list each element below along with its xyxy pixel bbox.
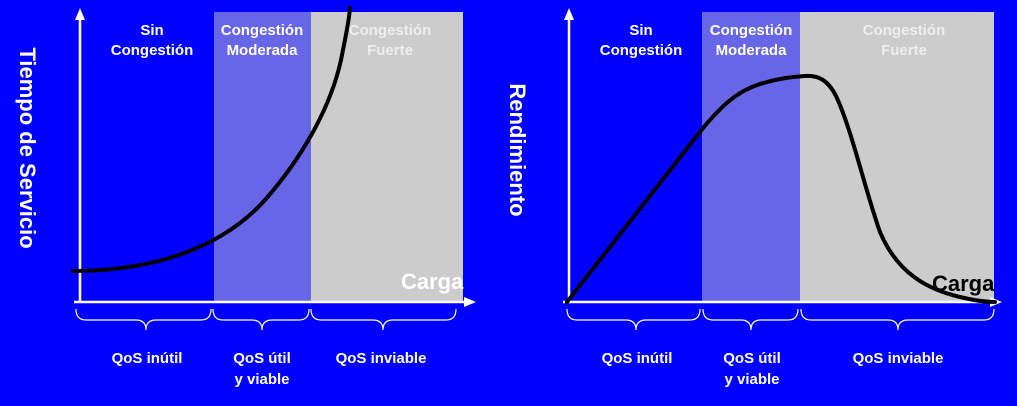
- brace-qos-useless: [75, 308, 212, 331]
- brace-qos-useful: [702, 308, 799, 331]
- qos-label-unviable: QoS inviable: [853, 350, 944, 367]
- zone-title-moderate: Congestión: [221, 22, 304, 39]
- brace-qos-unviable: [800, 308, 995, 331]
- zone-subtitle-no-congestion: Congestión: [600, 42, 683, 59]
- zone-title-no-congestion: Sin: [629, 22, 652, 39]
- brace-qos-unviable: [310, 308, 457, 331]
- y-axis-arrow-icon: [564, 8, 574, 20]
- qos-label-useful: QoS útil: [723, 350, 781, 367]
- zone-subtitle-moderate: Moderada: [227, 42, 299, 59]
- brace-qos-useful: [212, 308, 310, 331]
- zone-title-moderate: Congestión: [710, 22, 793, 39]
- qos-label-useful-line2: y viable: [234, 371, 289, 388]
- x-axis-arrow-icon: [464, 297, 476, 307]
- y-axis-arrow-icon: [75, 8, 85, 20]
- qos-label-unviable: QoS inviable: [336, 350, 427, 367]
- zone-moderate-congestion: [702, 12, 800, 302]
- brace-qos-useless: [566, 308, 701, 331]
- zone-subtitle-strong: Fuerte: [881, 42, 927, 59]
- x-axis-label: Carga: [401, 269, 464, 294]
- zone-subtitle-moderate: Moderada: [716, 42, 788, 59]
- zone-title-strong: Congestión: [349, 22, 432, 39]
- zone-no-congestion: [80, 12, 214, 302]
- service-time-curve: [71, 6, 352, 273]
- zone-strong-congestion: [800, 12, 994, 302]
- zone-subtitle-no-congestion: Congestión: [111, 42, 194, 59]
- zone-strong-congestion: [311, 12, 463, 302]
- throughput-curve: [565, 73, 997, 304]
- zone-title-strong: Congestión: [863, 22, 946, 39]
- zone-subtitle-strong: Fuerte: [367, 42, 413, 59]
- zone-moderate-congestion: [214, 12, 311, 302]
- qos-label-useless: QoS inútil: [602, 350, 673, 367]
- y-axis-title: Rendimiento: [505, 83, 530, 216]
- qos-label-useful-line2: y viable: [724, 371, 779, 388]
- qos-label-useful: QoS útil: [233, 350, 291, 367]
- y-axis-title: Tiempo de Servicio: [15, 47, 40, 248]
- x-axis-label: Carga: [932, 271, 995, 296]
- zone-title-no-congestion: Sin: [140, 22, 163, 39]
- qos-label-useless: QoS inútil: [112, 350, 183, 367]
